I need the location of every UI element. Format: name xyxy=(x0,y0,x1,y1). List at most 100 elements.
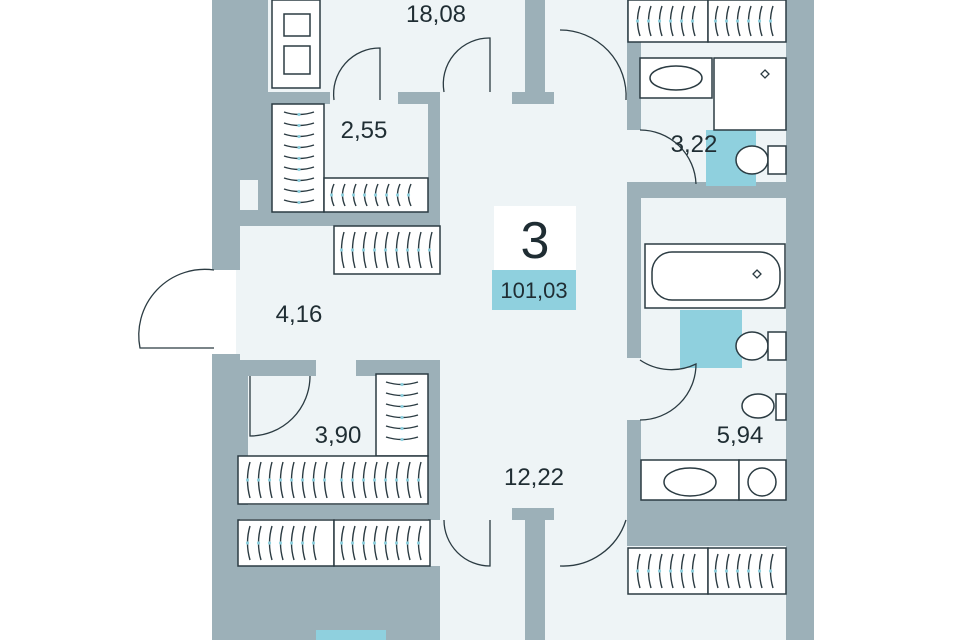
hanger-hook xyxy=(668,569,673,573)
hanger-hook xyxy=(297,200,301,205)
kitchen-unit xyxy=(271,0,321,89)
area-label-corridor: 12,22 xyxy=(504,464,564,491)
hanger-hook xyxy=(311,541,316,545)
hanger-hook xyxy=(668,19,673,23)
hanger-hook xyxy=(339,248,344,252)
hanger-hook xyxy=(394,541,399,545)
hanger-hook xyxy=(362,193,367,197)
hanger-hook xyxy=(289,541,294,545)
hanger-hook xyxy=(400,404,404,409)
hanger-hook xyxy=(400,382,404,387)
hanger-hook xyxy=(350,248,355,252)
hanger-hook xyxy=(394,248,399,252)
hanger-hook xyxy=(361,248,366,252)
hanger-hook xyxy=(735,569,740,573)
hanger-hook xyxy=(350,541,355,545)
interior-walls xyxy=(236,0,787,640)
total-area: 101,03 xyxy=(500,278,567,303)
area-label-wc-top: 3,22 xyxy=(671,131,718,158)
door-swings xyxy=(138,29,697,567)
hanger-hook xyxy=(757,569,762,573)
hanger-hook xyxy=(405,541,410,545)
hanger-hook xyxy=(690,569,695,573)
hanger-hook xyxy=(690,19,695,23)
hanger-hook xyxy=(746,569,751,573)
hanger-hook xyxy=(300,478,305,482)
hanger-hook xyxy=(405,248,410,252)
hanger-hook xyxy=(724,19,729,23)
hanger-hook xyxy=(406,193,411,197)
hanger-hook xyxy=(416,478,421,482)
hanger-hook xyxy=(297,189,301,194)
hanger-hook xyxy=(384,193,389,197)
hanger-hook xyxy=(372,541,377,545)
hanger-hook xyxy=(297,123,301,128)
hanger-hook xyxy=(373,193,378,197)
hanger-hook xyxy=(289,478,294,482)
hanger-hook xyxy=(646,19,651,23)
hanger-hook xyxy=(361,478,366,482)
bottom-accent-zone xyxy=(316,630,386,640)
hanger-hook xyxy=(297,145,301,150)
bath-accent-zone xyxy=(680,310,742,368)
hanger-hook xyxy=(724,569,729,573)
hanger-hook xyxy=(400,415,404,420)
hanger-hook xyxy=(300,541,305,545)
hanger-hook xyxy=(297,112,301,117)
hanger-hook xyxy=(679,19,684,23)
area-label-room-top-left: 18,08 xyxy=(406,1,466,28)
bathroom-fixtures xyxy=(640,243,787,501)
hanger-hook xyxy=(400,426,404,431)
hanger-hook xyxy=(383,478,388,482)
hanger-hook xyxy=(635,569,640,573)
hanger-hook xyxy=(297,178,301,183)
hanger-hook xyxy=(395,193,400,197)
area-label-hall: 4,16 xyxy=(276,301,323,328)
hanger-hook xyxy=(768,19,773,23)
hanger-hook xyxy=(635,19,640,23)
hanger-hook xyxy=(394,478,399,482)
hanger-hook xyxy=(267,478,272,482)
hanger-hook xyxy=(322,478,327,482)
exterior-walls xyxy=(212,0,814,640)
wc-fixtures xyxy=(639,57,787,175)
hanger-hook xyxy=(278,478,283,482)
room-count-box xyxy=(494,206,576,272)
hanger-marks xyxy=(245,5,774,589)
hanger-hook xyxy=(416,541,421,545)
hanger-hook xyxy=(297,167,301,172)
hanger-hook xyxy=(256,541,261,545)
area-label-bathroom: 5,94 xyxy=(717,422,764,449)
room-count: 3 xyxy=(521,212,550,270)
wardrobe-bottom-left xyxy=(237,519,431,567)
hanger-hook xyxy=(400,393,404,398)
hanger-hook xyxy=(713,19,718,23)
hanger-hook xyxy=(657,569,662,573)
hanger-hook xyxy=(340,193,345,197)
hanger-hook xyxy=(679,569,684,573)
hanger-hook xyxy=(351,193,356,197)
hanger-hook xyxy=(350,478,355,482)
wardrobe-closet-top xyxy=(271,103,429,213)
hanger-hook xyxy=(746,19,751,23)
hanger-hook xyxy=(735,19,740,23)
hanger-hook xyxy=(372,248,377,252)
area-label-closet-top: 2,55 xyxy=(341,117,388,144)
total-area-badge xyxy=(492,270,576,310)
hanger-hook xyxy=(297,156,301,161)
hanger-hook xyxy=(339,478,344,482)
hanger-hook xyxy=(372,478,377,482)
hanger-hook xyxy=(329,193,334,197)
hanger-hook xyxy=(245,541,250,545)
hanger-hook xyxy=(339,541,344,545)
hanger-hook xyxy=(757,19,762,23)
hanger-hook xyxy=(383,248,388,252)
hanger-hook xyxy=(256,478,261,482)
hanger-hook xyxy=(400,437,404,442)
hanger-hook xyxy=(768,569,773,573)
hanger-hook xyxy=(267,541,272,545)
hanger-hook xyxy=(427,248,432,252)
hanger-hook xyxy=(383,541,388,545)
area-label-closet-left: 3,90 xyxy=(315,422,362,449)
